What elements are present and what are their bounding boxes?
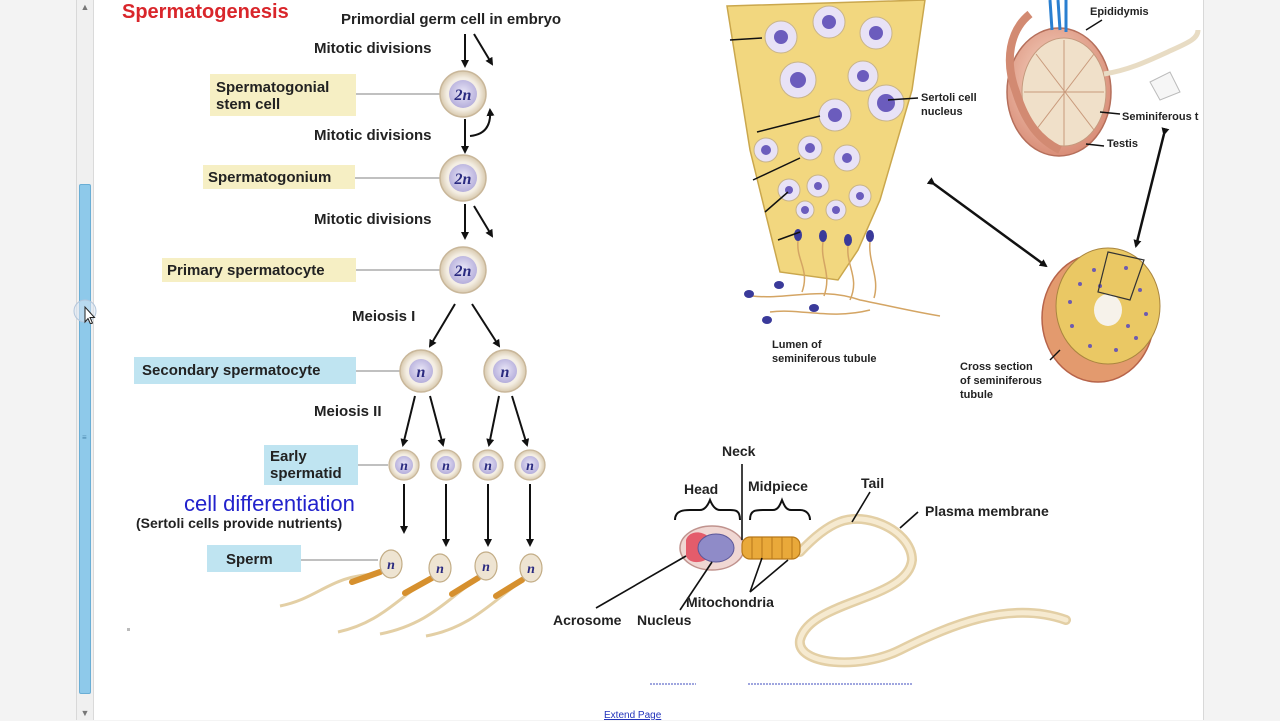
cell-spermatid-3: n	[472, 449, 504, 481]
vertical-scrollbar[interactable]: ▲ ≡ ▼	[77, 0, 94, 720]
cell-spermatid-4: n	[514, 449, 546, 481]
cross-section-label-2: of seminiferous	[960, 375, 1042, 387]
acrosome-label: Acrosome	[553, 612, 622, 628]
meiosis-1-label: Meiosis I	[352, 308, 415, 325]
neck-label: Neck	[722, 443, 756, 459]
stage-label-primary-spermatocyte: Primary spermatocyte	[167, 262, 325, 279]
sperm-anatomy	[595, 464, 1071, 668]
epididymis-label: Epididymis	[1090, 6, 1149, 18]
ploidy-primary: 2n	[454, 263, 472, 280]
scroll-grip-icon: ≡	[82, 433, 87, 442]
stage-label-early-spermatid-line2: spermatid	[270, 465, 342, 482]
cross-section-tubule	[1041, 247, 1161, 383]
stage-label-stem-cell-line2: stem cell	[216, 96, 280, 113]
right-gutter	[1204, 0, 1280, 720]
ploidy-spermatid-1: n	[400, 459, 408, 474]
flow-arrows	[400, 33, 534, 547]
stage-box-primary-spermatocyte	[162, 258, 356, 282]
cell-spermatid-2: n	[430, 449, 462, 481]
tail-label: Tail	[861, 475, 884, 491]
stage-box-sperm	[207, 545, 301, 572]
sperm-cell-2: n	[337, 553, 452, 634]
primordial-label: Primordial germ cell in embryo	[341, 11, 561, 28]
sperm-cell-1: n	[279, 549, 403, 608]
spermatogenesis-diagram: Spermatogenesis Primordial germ cell in …	[122, 0, 1201, 685]
stage-connector-lines	[301, 93, 440, 561]
sperm-cell-3: n	[379, 551, 498, 636]
ploidy-sperm-2: n	[436, 562, 444, 577]
mitotic-divisions-label-2: Mitotic divisions	[314, 127, 432, 144]
cross-section-label-3: tubule	[960, 389, 993, 401]
plasma-membrane-label: Plasma membrane	[925, 503, 1049, 519]
stage-box-secondary-spermatocyte	[134, 357, 356, 384]
meiosis-2-label: Meiosis II	[314, 403, 382, 420]
mitotic-divisions-label-3: Mitotic divisions	[314, 211, 432, 228]
zoom-double-arrow	[926, 177, 1048, 268]
seminiferous-label: Seminiferous t	[1122, 111, 1199, 123]
ploidy-spermatid-2: n	[442, 459, 450, 474]
lumen-label-1: Lumen of	[772, 339, 822, 351]
mouse-cursor-icon	[73, 299, 97, 324]
ploidy-sperm-3: n	[482, 560, 490, 575]
mitochondria-label: Mitochondria	[686, 594, 774, 610]
stage-label-secondary-spermatocyte: Secondary spermatocyte	[142, 362, 320, 379]
ploidy-sperm-4: n	[527, 562, 535, 577]
lumen-label-2: seminiferous tubule	[772, 353, 877, 365]
sertoli-nucleus-label-1: Sertoli cell	[921, 92, 977, 104]
sertoli-nucleus-label-2: nucleus	[921, 106, 963, 118]
diagram-title: Spermatogenesis	[122, 1, 289, 23]
cell-spermatid-1: n	[388, 449, 420, 481]
stage-label-sperm: Sperm	[226, 551, 273, 568]
cell-secondary-spermatocyte-1: n	[399, 349, 443, 393]
sperm-cell-4: n	[425, 553, 543, 638]
ploidy-spermatid-4: n	[526, 459, 534, 474]
left-gutter	[0, 0, 76, 720]
cell-spermatogonium: 2n	[439, 154, 487, 202]
testis-zoom-arrow	[1133, 127, 1170, 248]
cell-stem: 2n	[439, 70, 487, 118]
midpiece-label: Midpiece	[748, 478, 808, 494]
cell-secondary-spermatocyte-2: n	[483, 349, 527, 393]
stage-box-early-spermatid	[264, 445, 358, 485]
sertoli-nutrients-note: (Sertoli cells provide nutrients)	[136, 515, 342, 531]
ploidy-spermatid-3: n	[484, 459, 492, 474]
stage-label-early-spermatid-line1: Early	[270, 448, 307, 465]
ploidy-stem: 2n	[454, 87, 472, 104]
ploidy-sperm-1: n	[387, 558, 395, 573]
nucleus-label: Nucleus	[637, 612, 692, 628]
stray-mark	[127, 628, 130, 631]
ploidy-secondary-1: n	[417, 364, 426, 381]
seminiferous-tubule-wedge	[726, 0, 941, 324]
mitotic-divisions-label-1: Mitotic divisions	[314, 40, 432, 57]
testis-illustration	[1005, 0, 1201, 157]
ploidy-secondary-2: n	[501, 364, 510, 381]
head-label: Head	[684, 481, 718, 497]
cross-section-label-1: Cross section	[960, 361, 1033, 373]
extend-page-link[interactable]: Extend Page	[604, 710, 662, 721]
testis-label: Testis	[1107, 138, 1138, 150]
stage-label-spermatogonium: Spermatogonium	[208, 169, 331, 186]
scroll-up-arrow-icon[interactable]: ▲	[80, 2, 90, 12]
stage-label-stem-cell-line1: Spermatogonial	[216, 79, 329, 96]
ploidy-spermatogonium: 2n	[454, 171, 472, 188]
scroll-down-arrow-icon[interactable]: ▼	[80, 708, 90, 718]
scroll-thumb[interactable]: ≡	[79, 184, 91, 694]
stage-box-spermatogonium	[203, 165, 355, 189]
cell-differentiation-label: cell differentiation	[184, 491, 355, 516]
stage-box-stem-cell	[210, 74, 356, 116]
cell-primary-spermatocyte: 2n	[439, 246, 487, 294]
